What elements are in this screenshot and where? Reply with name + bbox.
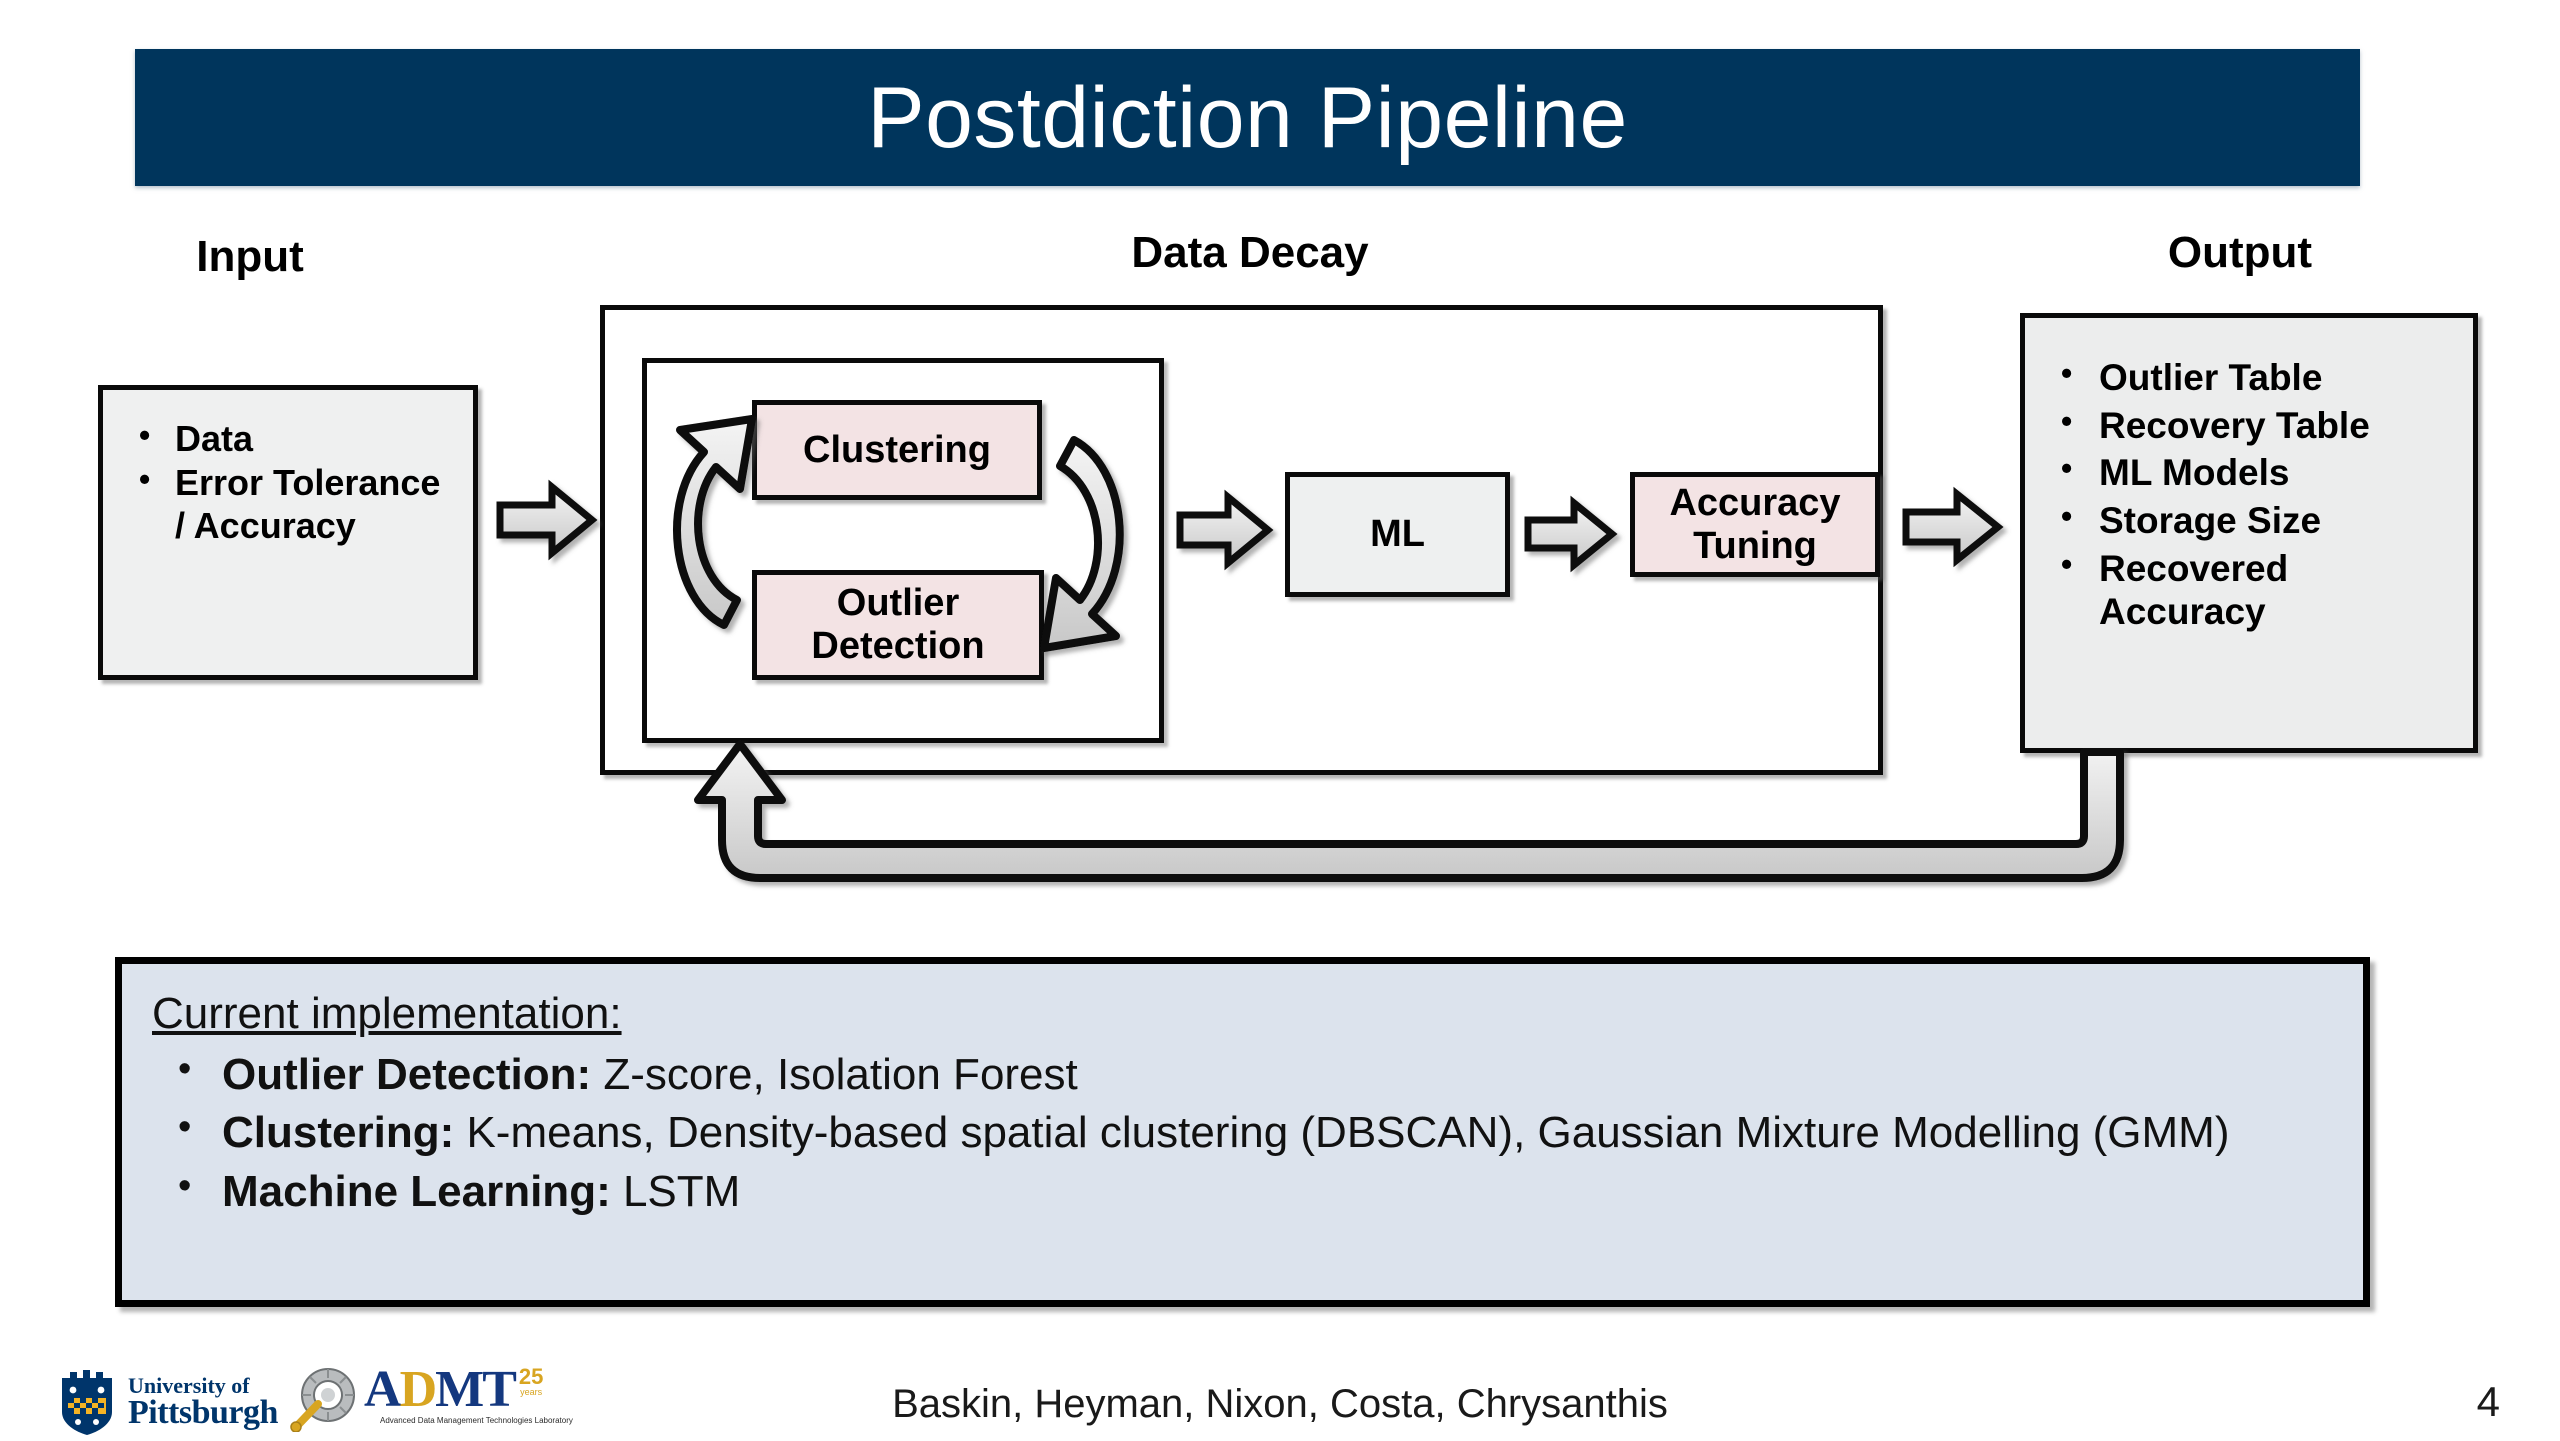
heading-data-decay: Data Decay — [1131, 228, 1369, 277]
heading-output: Output — [2167, 228, 2313, 277]
process-box-label: Accuracy Tuning — [1669, 481, 1841, 567]
admt-letter-d: D — [399, 1361, 438, 1418]
callout-item-label: Outlier Detection: — [222, 1050, 592, 1099]
list-item: Clustering: K-means, Density-based spati… — [152, 1103, 2333, 1161]
pitt-shield-icon — [62, 1370, 112, 1435]
process-box-label: ML — [1370, 513, 1425, 556]
pitt-line2: Pittsburgh — [128, 1394, 278, 1432]
list-item: Error Tolerance / Accuracy — [117, 461, 459, 547]
footer-page-number: 4 — [2476, 1378, 2500, 1425]
admt-anniversary-number: 25 — [518, 1364, 544, 1389]
heading-input: Input — [196, 232, 304, 281]
admt-anniversary-years: years — [520, 1386, 543, 1397]
admt-tagline: Advanced Data Management Technologies La… — [380, 1416, 573, 1425]
output-box: Outlier Table Recovery Table ML Models S… — [2020, 313, 2478, 753]
page-title: Postdiction Pipeline — [867, 69, 1628, 166]
arrow-input-to-data-decay — [496, 479, 598, 561]
list-item: Recovery Table — [2039, 403, 2459, 448]
pitt-wordmark: University of Pittsburgh — [128, 1373, 278, 1432]
admt-letter-a: A — [364, 1361, 402, 1418]
list-item: Outlier Detection: Z-score, Isolation Fo… — [152, 1045, 2333, 1103]
list-item: ML Models — [2039, 450, 2459, 495]
arrow-data-decay-to-output — [1902, 486, 2004, 568]
list-item: Recovered Accuracy — [2039, 546, 2459, 634]
admt-letter-m: M — [435, 1361, 484, 1418]
output-bullet-list: Outlier Table Recovery Table ML Models S… — [2039, 355, 2459, 634]
slide-title-bar: Postdiction Pipeline — [135, 49, 2360, 186]
admt-letter-t: T — [482, 1361, 517, 1418]
callout-item-value: K-means, Density-based spatial clusterin… — [454, 1108, 2230, 1158]
input-box: Data Error Tolerance / Accuracy — [98, 385, 478, 680]
callout-item-label: Clustering: — [222, 1108, 455, 1158]
callout-item-value: LSTM — [610, 1166, 741, 1216]
admt-letters: ADMT — [364, 1364, 517, 1416]
process-box-accuracy-tuning: Accuracy Tuning — [1630, 472, 1880, 577]
process-box-label: Clustering — [803, 428, 991, 471]
process-box-clustering: Clustering — [752, 400, 1042, 500]
list-item: Machine Learning: LSTM — [152, 1162, 2333, 1220]
process-box-ml: ML — [1285, 472, 1510, 597]
list-item: Outlier Table — [2039, 355, 2459, 400]
process-box-outlier-detection: Outlier Detection — [752, 570, 1044, 680]
pitt-line1: University of — [128, 1373, 250, 1399]
process-box-label: Outlier Detection — [811, 582, 985, 667]
callout-title: Current implementation: — [152, 989, 622, 1038]
list-item: Data — [117, 417, 459, 460]
input-bullet-list: Data Error Tolerance / Accuracy — [117, 417, 459, 547]
list-item: Storage Size — [2039, 498, 2459, 543]
admt-gear-magnifier-icon — [290, 1368, 355, 1432]
admt-lab-logo: ADMT 25 years Advanced Data Management T… — [288, 1364, 573, 1432]
callout-item-value: Z-score, Isolation Forest — [591, 1050, 1078, 1099]
footer-authors: Baskin, Heyman, Nixon, Costa, Chrysanthi… — [892, 1382, 1668, 1426]
callout-list: Outlier Detection: Z-score, Isolation Fo… — [152, 1045, 2333, 1220]
current-implementation-callout: Current implementation: Outlier Detectio… — [115, 957, 2370, 1307]
admt-anniversary-badge: 25 years — [518, 1364, 544, 1397]
university-of-pittsburgh-logo: University of Pittsburgh — [58, 1370, 278, 1436]
callout-item-label: Machine Learning: — [222, 1166, 611, 1216]
